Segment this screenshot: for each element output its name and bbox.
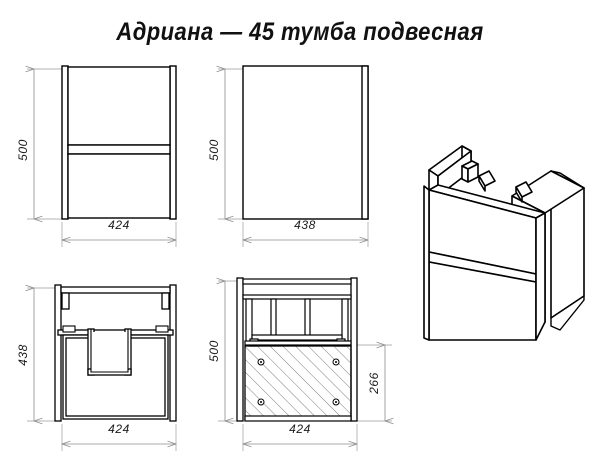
front-height-dimension: 500	[16, 69, 34, 219]
page-title: Адриана — 45 тумба подвесная	[116, 18, 484, 46]
section-drawer-height-label: 266	[367, 372, 381, 395]
front-view-body	[61, 65, 177, 220]
top-view: 438 424	[16, 284, 177, 451]
section-view: 500 424 266	[207, 277, 392, 451]
section-height-label: 500	[207, 340, 221, 362]
front-view: 500 424	[16, 65, 177, 247]
top-view-rail-tabs	[62, 325, 169, 333]
section-drawer-height-dimension: 266	[367, 345, 385, 421]
front-width-dimension: 424	[62, 218, 176, 240]
side-view-body	[242, 65, 369, 220]
top-depth-dimension: 438	[16, 288, 34, 421]
section-view-hatched-drawer	[244, 345, 352, 422]
section-width-label: 424	[289, 422, 311, 436]
section-view-upper-compartments	[242, 278, 352, 347]
side-height-label: 500	[207, 139, 221, 161]
top-width-dimension: 424	[62, 422, 176, 444]
side-depth-dimension: 438	[243, 218, 368, 240]
isometric-view	[423, 145, 585, 341]
side-view: 500 438	[207, 65, 369, 247]
top-view-center-cutout	[87, 328, 132, 376]
front-height-label: 500	[16, 139, 30, 161]
side-depth-label: 438	[294, 218, 316, 232]
section-view-dowel-holes	[257, 358, 340, 406]
top-depth-label: 438	[16, 344, 30, 366]
top-width-label: 424	[108, 422, 130, 436]
section-height-dimension: 500	[207, 281, 225, 421]
side-height-dimension: 500	[207, 69, 225, 219]
section-width-dimension: 424	[243, 422, 357, 444]
front-width-label: 424	[108, 218, 130, 232]
